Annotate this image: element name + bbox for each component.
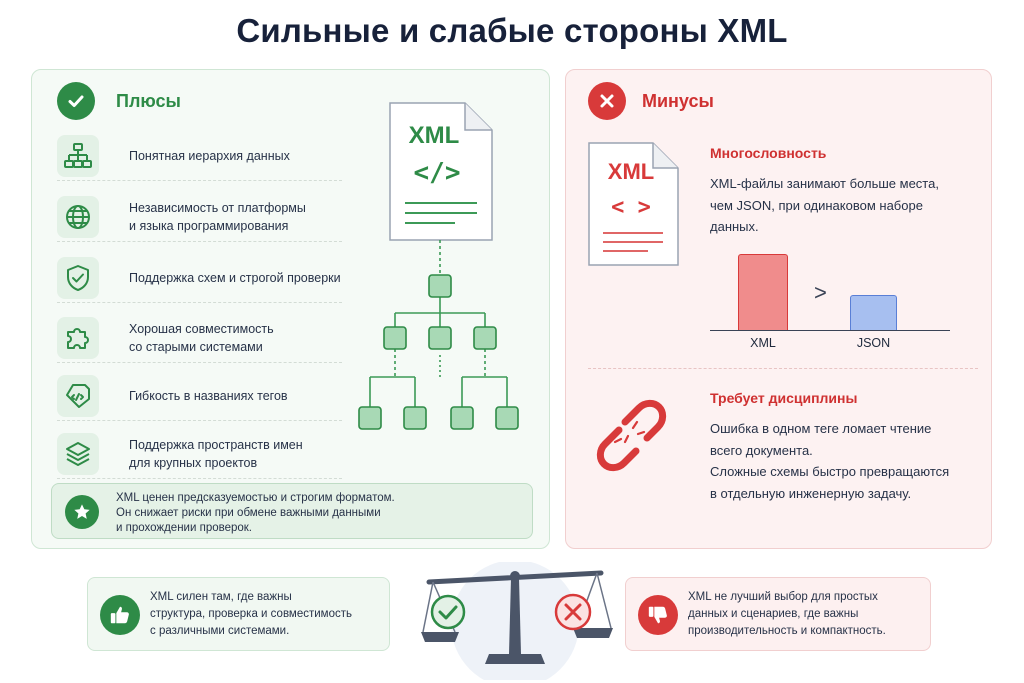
xml-tree-diagram: XML </> [358, 102, 519, 430]
note-line1: XML ценен предсказуемостью и строгим фор… [116, 492, 395, 504]
discipline-line4: в отдельную инженерную задачу. [710, 485, 912, 501]
pro-item: Независимость от платформы и языка програ… [57, 192, 342, 242]
globe-icon [57, 196, 99, 238]
verbosity-line3: данных. [710, 219, 759, 234]
thumbs-down-icon [638, 595, 678, 635]
size-comparison: > XML JSON [710, 252, 950, 352]
discipline-line1: Ошибка в одном теге ломает чтение [710, 421, 932, 436]
pro-item: Поддержка пространств имен для крупных пр… [57, 429, 342, 479]
puzzle-icon [57, 317, 99, 359]
json-size-bar [850, 295, 897, 330]
layers-icon [57, 433, 99, 475]
note-line2: Он снижает риски при обмене важными данн… [116, 507, 381, 519]
greater-than-sign: > [814, 280, 827, 305]
discipline-line2: всего документа. [710, 442, 813, 458]
pro-item-line1: Гибкость в названиях тегов [129, 389, 288, 403]
verbosity-line2: чем JSON, при одинаковом наборе [710, 197, 923, 213]
cons-heading: Минусы [642, 91, 714, 111]
discipline-line3: Сложные схемы быстро превращаются [710, 464, 950, 479]
bottom-right-line1: XML не лучший выбор для простых [688, 591, 878, 603]
pro-item-line2: со старыми системами [129, 340, 263, 354]
bottom-pros-summary: XML силен там, где важны структура, пров… [87, 577, 390, 651]
xml-doc-label: XML [409, 122, 460, 149]
page-title: Сильные и слабые стороны XML [236, 12, 788, 49]
xml-bar-label: XML [750, 336, 776, 350]
xml-document-red-icon: XML < > [588, 142, 679, 266]
discipline-title: Требует дисциплины [710, 390, 858, 406]
bars-baseline [710, 329, 950, 331]
pro-item-line2: для крупных проектов [129, 456, 258, 470]
json-bar-label: JSON [856, 336, 891, 350]
bottom-left-line1: XML силен там, где важны [150, 591, 292, 603]
thumbs-up-icon [100, 595, 140, 635]
xml-document-icon [389, 102, 493, 241]
bottom-right-line2: данных и сценариев, где важны [688, 608, 859, 620]
code-tag-icon [57, 375, 99, 417]
pro-item-line1: Поддержка пространств имен [129, 438, 303, 452]
pro-item: Понятная иерархия данных [57, 131, 342, 181]
bottom-left-line3: с различными системами. [150, 625, 290, 637]
star-icon [65, 495, 99, 529]
cross-badge-icon [588, 82, 626, 120]
pros-summary-note: XML ценен предсказуемостью и строгим фор… [51, 483, 533, 539]
xml-doc-red-label: XML [608, 159, 654, 184]
verbosity-line1: XML-файлы занимают больше места, [710, 176, 939, 191]
broken-chain-icon [596, 399, 667, 472]
verbosity-title: Многословность [710, 145, 827, 161]
pros-heading: Плюсы [116, 91, 181, 111]
pro-item: Поддержка схем и строгой проверки [57, 253, 342, 303]
pro-item: Гибкость в названиях тегов [57, 371, 342, 421]
xml-size-bar [738, 254, 788, 330]
tree-connectors [369, 240, 508, 407]
pro-item-line2: и языка программирования [129, 219, 289, 233]
cons-divider [588, 368, 978, 369]
bottom-cons-summary: XML не лучший выбор для простых данных и… [625, 577, 931, 651]
bottom-right-line3: производительность и компактность. [688, 625, 886, 637]
pro-item-line1: Поддержка схем и строгой проверки [129, 271, 341, 285]
bottom-left-line2: структура, проверка и совместимость [150, 608, 352, 620]
hierarchy-icon [57, 135, 99, 177]
pro-item-line1: Понятная иерархия данных [129, 149, 290, 163]
tree-nodes [358, 274, 519, 430]
note-line3: и прохождении проверок. [116, 522, 253, 534]
balance-scale-icon [421, 562, 613, 680]
pro-item: Хорошая совместимость со старыми системам… [57, 313, 342, 363]
xml-doc-code: </> [414, 158, 461, 188]
check-badge-icon [57, 82, 95, 120]
pro-item-line1: Независимость от платформы [129, 201, 306, 215]
xml-doc-red-code: < > [611, 195, 651, 220]
pro-item-line1: Хорошая совместимость [129, 322, 274, 336]
shield-check-icon [57, 257, 99, 299]
